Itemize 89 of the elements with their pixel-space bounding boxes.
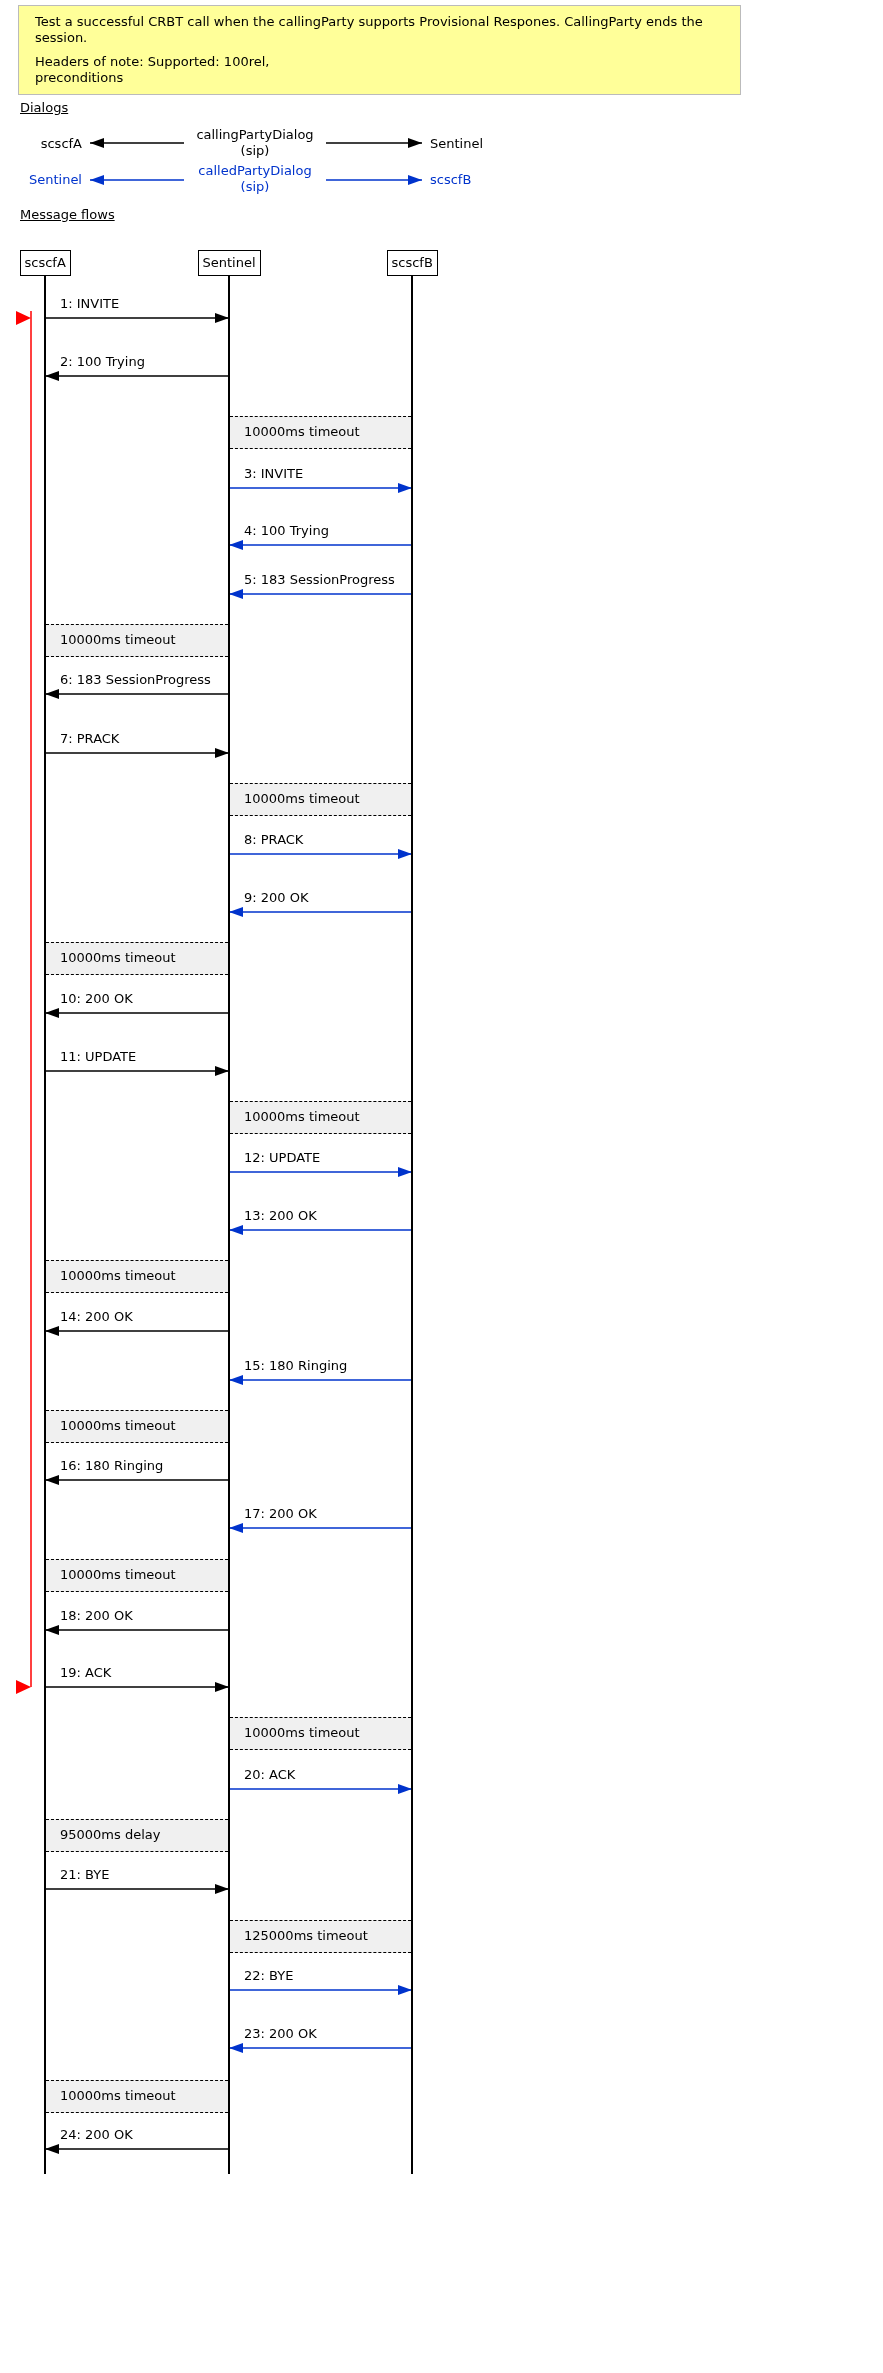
timeout-bar: [46, 942, 228, 975]
message-arrow: [89, 175, 185, 185]
timeout-text: 95000ms delay: [60, 1827, 161, 1842]
message-label: 18: 200 OK: [60, 1608, 133, 1624]
message-label: 16: 180 Ringing: [60, 1458, 164, 1474]
message-label: 3: INVITE: [244, 466, 304, 482]
message-label: 19: ACK: [60, 1665, 112, 1681]
message-arrow: [228, 1523, 413, 1533]
note-text: Test a successful CRBT call when the callingParty supports Provisional Respones. CallingParty ends the session.: [35, 14, 704, 46]
message-label: 5: 183 SessionProgress: [244, 572, 395, 588]
timeout-text: 10000ms timeout: [60, 632, 176, 647]
message-arrow: [44, 2144, 230, 2154]
message-label: 4: 100 Trying: [244, 523, 329, 539]
timeout-bar: [230, 1717, 411, 1750]
message-arrow: [228, 483, 413, 493]
message-arrow: [228, 540, 413, 550]
note-box: [18, 5, 741, 95]
dialog-endpoint: scscfA: [20, 136, 82, 152]
timeout-text: 10000ms timeout: [244, 791, 360, 806]
note-text: Headers of note: Supported: 100rel, preconditions: [35, 54, 271, 86]
message-arrow: [44, 1682, 230, 1692]
message-label: 15: 180 Ringing: [244, 1358, 348, 1374]
message-arrow: [44, 748, 230, 758]
message-arrow: [44, 1326, 230, 1336]
message-label: 21: BYE: [60, 1867, 110, 1883]
timeout-text: 10000ms timeout: [60, 1268, 176, 1283]
message-label: 1: INVITE: [60, 296, 120, 312]
message-label: 11: UPDATE: [60, 1049, 137, 1065]
message-label: 9: 200 OK: [244, 890, 309, 906]
dialog-endpoint: Sentinel: [430, 136, 500, 152]
message-arrow: [228, 1985, 413, 1995]
message-arrow: [44, 1066, 230, 1076]
timeout-text: 10000ms timeout: [60, 950, 176, 965]
dialog-endpoint: scscfB: [430, 172, 500, 188]
timeout-bar: [230, 1920, 411, 1953]
timeout-bar: [230, 416, 411, 449]
message-label: 10: 200 OK: [60, 991, 133, 1007]
participant-box: scscfA: [19, 250, 71, 276]
timeout-text: 10000ms timeout: [60, 2088, 176, 2103]
message-label: 24: 200 OK: [60, 2127, 133, 2143]
timeout-bar: [46, 624, 228, 657]
dialog-endpoint: Sentinel: [10, 172, 82, 188]
timeout-bar: [46, 1410, 228, 1443]
timeout-bar: [230, 783, 411, 816]
message-label: 20: ACK: [244, 1767, 296, 1783]
message-label: 12: UPDATE: [244, 1150, 321, 1166]
timeout-text: 10000ms timeout: [244, 1725, 360, 1740]
message-arrow: [44, 1008, 230, 1018]
timeout-text: 10000ms timeout: [60, 1418, 176, 1433]
message-label: 7: PRACK: [60, 731, 120, 747]
message-arrow: [228, 589, 413, 599]
timeout-text: 10000ms timeout: [60, 1567, 176, 1582]
timeout-text: 10000ms timeout: [244, 1109, 360, 1124]
timeout-bar: [46, 1819, 228, 1852]
section-heading: Message flows: [20, 207, 115, 223]
timeout-bar: [46, 1260, 228, 1293]
message-arrow: [228, 1375, 413, 1385]
message-arrow: [44, 371, 230, 381]
timeout-bar: [46, 1559, 228, 1592]
message-label: 8: PRACK: [244, 832, 304, 848]
timeout-bar: [230, 1101, 411, 1134]
timeout-bar: [46, 2080, 228, 2113]
message-arrow: [228, 2043, 413, 2053]
message-arrow: [89, 138, 185, 148]
message-arrow: [228, 1167, 413, 1177]
participant-box: Sentinel: [197, 250, 261, 276]
message-arrow: [44, 313, 230, 323]
timeout-text: 10000ms timeout: [244, 424, 360, 439]
message-arrow: [228, 1784, 413, 1794]
message-arrow: [44, 1475, 230, 1485]
message-label: 2: 100 Trying: [60, 354, 145, 370]
message-label: 22: BYE: [244, 1968, 294, 1984]
message-arrow: [44, 1884, 230, 1894]
message-arrow: [325, 175, 423, 185]
message-label: 6: 183 SessionProgress: [60, 672, 211, 688]
message-arrow: [228, 907, 413, 917]
message-label: 23: 200 OK: [244, 2026, 317, 2042]
participant-box: scscfB: [386, 250, 438, 276]
message-label: 17: 200 OK: [244, 1506, 317, 1522]
message-arrow: [44, 1625, 230, 1635]
dialog-label: callingPartyDialog (sip): [190, 127, 320, 159]
message-label: 14: 200 OK: [60, 1309, 133, 1325]
dialog-label: calledPartyDialog (sip): [190, 163, 320, 195]
message-arrow: [228, 849, 413, 859]
message-arrow: [325, 138, 423, 148]
message-label: 13: 200 OK: [244, 1208, 317, 1224]
message-arrow: [44, 689, 230, 699]
message-arrow: [228, 1225, 413, 1235]
timeout-text: 125000ms timeout: [244, 1928, 368, 1943]
